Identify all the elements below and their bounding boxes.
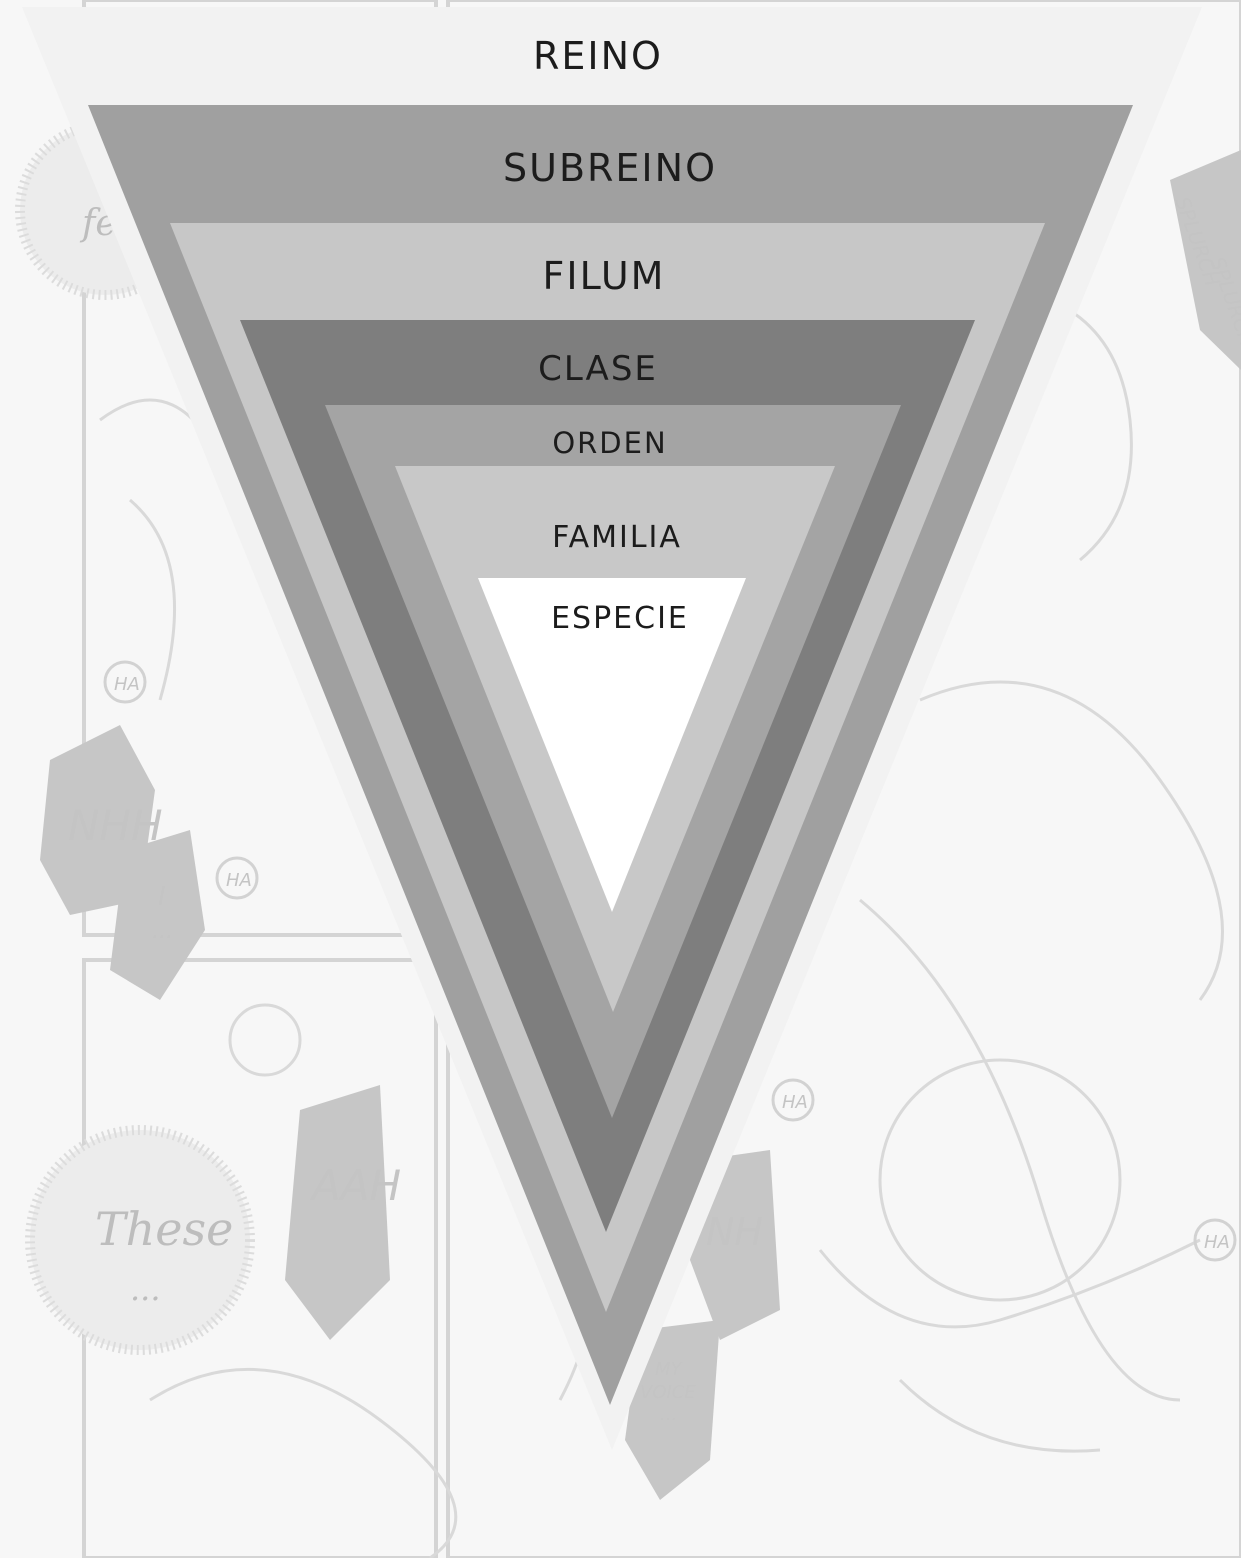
level-label-reino: REINO: [533, 34, 663, 78]
sfx-ha-2: HA: [226, 870, 252, 891]
sfx-ha-3: HA: [782, 1092, 808, 1113]
sfx-nhh: NHH: [68, 801, 163, 850]
level-label-filum: FILUM: [543, 254, 666, 298]
level-label-clase: CLASE: [538, 349, 658, 389]
level-label-familia: FAMILIA: [552, 520, 682, 555]
sfx-voice-ellipsis: ...: [660, 1404, 677, 1425]
sfx-ha-1: HA: [114, 674, 140, 695]
sfx-aah: AAH: [309, 1161, 401, 1210]
sfx-ha-4: HA: [1204, 1232, 1230, 1253]
sfx-my: MY: [655, 1359, 684, 1380]
sfx-voice: VOICE: [640, 1382, 696, 1403]
sfx-i: I: [158, 882, 166, 912]
sfx-i-ellipsis: ...: [152, 919, 173, 944]
sfx-these: These: [95, 1202, 233, 1256]
level-label-especie: ESPECIE: [551, 601, 689, 636]
sfx-nh: NH: [706, 1210, 763, 1254]
level-label-subreino: SUBREINO: [503, 146, 717, 190]
level-label-orden: ORDEN: [552, 426, 667, 460]
sfx-these-ellipsis: ...: [130, 1270, 161, 1308]
